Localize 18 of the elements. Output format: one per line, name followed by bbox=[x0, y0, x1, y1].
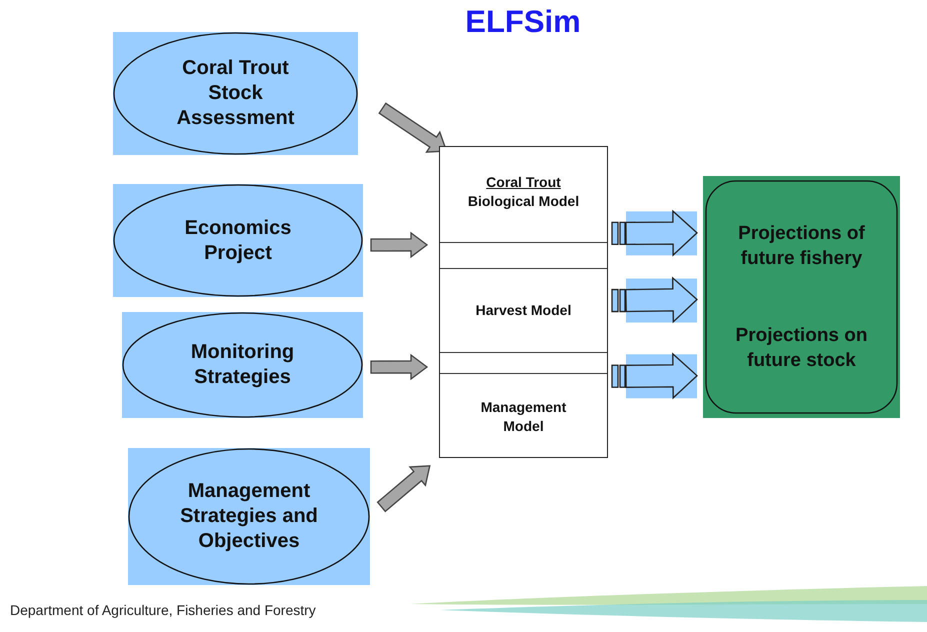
output-label: Projections of future fishery bbox=[737, 222, 866, 271]
ellipse-node bbox=[128, 448, 370, 585]
section-label: Management Model bbox=[480, 398, 568, 436]
section-heading: Coral Trout bbox=[485, 173, 562, 192]
ellipse-node bbox=[122, 312, 363, 418]
diagram-title: ELFSim bbox=[464, 4, 582, 40]
footer-text: Department of Agriculture, Fisheries and Forestry bbox=[10, 602, 316, 618]
output-box bbox=[703, 176, 900, 418]
node-label: Management Strategies and Objectives bbox=[179, 479, 319, 554]
ellipse-node bbox=[113, 32, 358, 155]
ellipse-node bbox=[113, 184, 363, 297]
model-box bbox=[439, 146, 608, 458]
node-label: Monitoring Strategies bbox=[190, 340, 296, 390]
output-label: Projections on future stock bbox=[734, 324, 868, 373]
section-label: Harvest Model bbox=[474, 301, 572, 320]
section-label: Biological Model bbox=[466, 192, 580, 211]
node-label: Coral Trout Stock Assessment bbox=[176, 56, 296, 131]
node-label: Economics Project bbox=[184, 216, 292, 266]
